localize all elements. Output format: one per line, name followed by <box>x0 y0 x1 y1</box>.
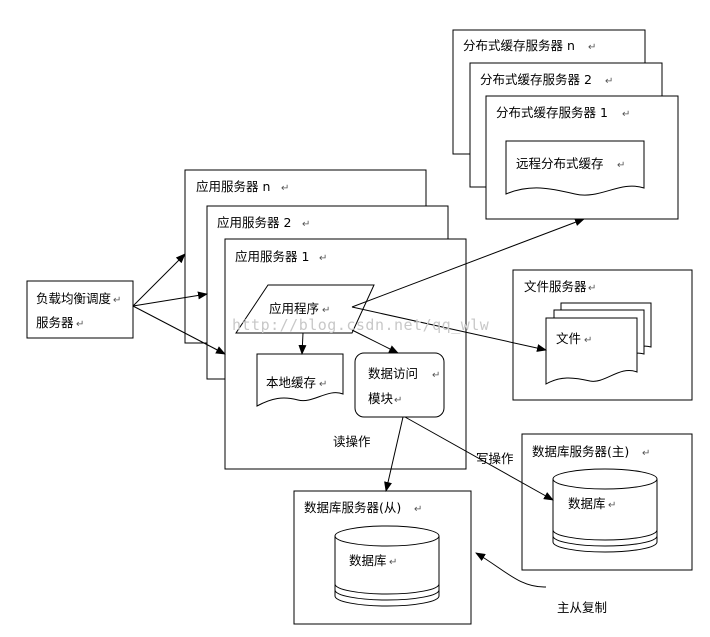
svg-text:↵: ↵ <box>605 76 613 87</box>
db-master-server: 数据库服务器(主) ↵ 数据库 ↵ <box>521 433 693 571</box>
svg-text:↵: ↵ <box>588 283 596 294</box>
write-operation-label: 写操作 <box>476 451 514 466</box>
db-master-cylinder <box>552 468 658 553</box>
data-access-label-line1: 数据访问 <box>368 366 418 381</box>
remote-cache-document-shape <box>505 140 645 196</box>
svg-text:↵: ↵ <box>394 395 402 406</box>
db-slave-title: 数据库服务器(从) <box>304 500 401 515</box>
remote-cache-label: 远程分布式缓存 <box>516 156 604 171</box>
arrow-lb-to-app-2 <box>132 291 208 307</box>
replication-label: 主从复制 <box>557 600 607 615</box>
file-server-title: 文件服务器 <box>524 279 587 294</box>
app-server-2-title: 应用服务器 2 <box>217 215 291 230</box>
db-master-db-label: 数据库 <box>568 496 606 511</box>
cache-server-1: 分布式缓存服务器 1 ↵ 远程分布式缓存 ↵ <box>485 95 679 220</box>
file-label: 文件 <box>556 331 581 346</box>
read-operation-label: 读操作 <box>333 434 371 449</box>
svg-text:↵: ↵ <box>617 160 625 171</box>
local-cache-label: 本地缓存 <box>266 375 316 390</box>
svg-text:↵: ↵ <box>432 370 440 381</box>
svg-text:↵: ↵ <box>319 253 327 264</box>
app-server-1: 应用服务器 1 ↵ 应用程序 ↵ 本地缓存 ↵ 数据访问 ↵ 模块 ↵ 读操作 <box>224 238 467 470</box>
svg-text:↵: ↵ <box>414 504 422 515</box>
watermark: http://blog.csdn.net/qq_wlw <box>232 316 490 334</box>
load-balancer-label-line2: 服务器 <box>36 315 74 330</box>
load-balancer: 负载均衡调度 ↵ 服务器 ↵ <box>26 280 134 339</box>
arrow-read-to-slave <box>384 416 404 492</box>
app-server-1-title: 应用服务器 1 <box>235 249 309 264</box>
app-server-n-title: 应用服务器 n <box>196 179 270 194</box>
arrow-write-to-master <box>404 416 554 501</box>
cache-server-n-title: 分布式缓存服务器 n <box>463 38 575 53</box>
cache-server-2-title: 分布式缓存服务器 2 <box>480 72 592 87</box>
svg-text:↵: ↵ <box>642 448 650 459</box>
svg-text:↵: ↵ <box>389 557 397 568</box>
svg-text:↵: ↵ <box>76 319 84 330</box>
load-balancer-label-line1: 负载均衡调度 <box>36 291 112 306</box>
svg-text:↵: ↵ <box>281 183 289 194</box>
svg-text:↵: ↵ <box>319 379 327 390</box>
arrow-app-to-file <box>351 306 547 352</box>
svg-text:↵: ↵ <box>608 500 616 511</box>
svg-text:↵: ↵ <box>113 295 121 306</box>
svg-text:↵: ↵ <box>302 219 310 230</box>
svg-text:↵: ↵ <box>322 305 330 316</box>
db-slave-cylinder <box>334 525 440 607</box>
arrow-master-slave-replication <box>475 552 547 588</box>
svg-text:↵: ↵ <box>584 335 592 346</box>
arrow-lb-to-app-1 <box>132 305 226 355</box>
arrow-app-to-local-cache <box>298 332 307 355</box>
arrow-app-to-data-access <box>351 329 399 354</box>
data-access-label-line2: 模块 <box>368 391 394 406</box>
cache-server-1-title: 分布式缓存服务器 1 <box>496 105 608 120</box>
db-master-title: 数据库服务器(主) <box>532 444 629 459</box>
app-program-label: 应用程序 <box>269 301 319 316</box>
svg-text:↵: ↵ <box>622 109 630 120</box>
local-cache-document-shape <box>256 353 344 407</box>
svg-text:↵: ↵ <box>588 42 596 53</box>
connectors <box>132 218 585 588</box>
file-document-shape <box>545 317 638 385</box>
db-slave-db-label: 数据库 <box>349 553 387 568</box>
file-server: 文件服务器 ↵ 文件 ↵ <box>512 269 693 401</box>
data-access-module-shape <box>354 352 445 418</box>
app-program-shape <box>235 284 375 334</box>
db-slave-server: 数据库服务器(从) ↵ 数据库 ↵ <box>293 490 472 625</box>
arrow-lb-to-app-n <box>132 253 186 307</box>
arrow-app-to-remote-cache <box>351 218 585 308</box>
